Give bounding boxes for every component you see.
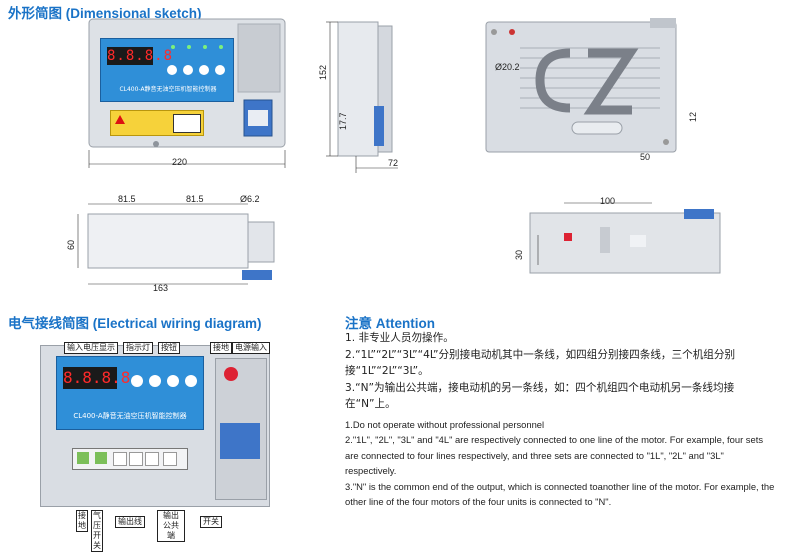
dim-side-height: 152 — [318, 64, 328, 80]
control-button — [199, 65, 209, 75]
front-view: 8.8.8.8 CL400-A静音无油空压机智能控制器 — [88, 18, 288, 148]
front-control-panel: 8.8.8.8 CL400-A静音无油空压机智能控制器 — [100, 38, 234, 102]
attention-title: 注意 Attention — [345, 316, 435, 331]
front-button-row — [163, 65, 233, 77]
control-button — [131, 375, 143, 387]
dim-top-height: 60 — [66, 239, 76, 250]
control-button — [215, 65, 225, 75]
indicator-led — [203, 45, 207, 49]
front-led-display: 8.8.8.8 — [107, 47, 174, 65]
dimensional-sketch-title: 外形简图 (Dimensional sketch) — [8, 6, 202, 21]
terminal-3l — [145, 452, 159, 466]
label-indicator: 指示灯 — [123, 342, 153, 354]
attention-zh-2: 2.“1L”“2L”“3L”“4L”分别接电动机其中一条线，如四组分别接四条线，… — [345, 348, 736, 378]
control-button — [167, 65, 177, 75]
wiring-diagram-title: 电气接线简图 (Electrical wiring diagram) — [8, 316, 262, 331]
control-button — [149, 375, 161, 387]
dim-slot-width: 50 — [640, 152, 651, 162]
terminal-n — [163, 452, 177, 466]
terminal-block — [72, 448, 188, 470]
warning-sticker — [110, 110, 204, 136]
dim-hole-large: Ø20.2 — [495, 62, 520, 72]
terminal-diagram-icon — [173, 114, 201, 133]
label-output-line: 输出线 — [115, 516, 145, 528]
back-view — [485, 18, 677, 153]
warning-icon — [115, 115, 125, 124]
label-switch: 开关 — [200, 516, 222, 528]
ground-screw-icon — [224, 367, 238, 381]
wiring-button-row — [127, 375, 203, 389]
control-button — [167, 375, 179, 387]
attention-zh-1: 1. 非专业人员勿操作。 — [345, 332, 454, 344]
terminal-2l — [129, 452, 143, 466]
label-ground-top: 接地 — [210, 342, 232, 354]
power-side-panel — [215, 358, 267, 500]
dim-slot-height: 12 — [688, 111, 698, 122]
control-button — [185, 375, 197, 387]
label-power-input: 电源输入 — [232, 342, 270, 354]
dim-top-right: 81.5 — [186, 194, 204, 204]
label-ground-bottom: 接地 — [76, 510, 88, 532]
control-button — [183, 65, 193, 75]
wiring-led-display: 8.8.8.8 — [63, 367, 131, 389]
dim-hole-small: Ø6.2 — [240, 194, 260, 204]
indicator-led — [219, 45, 223, 49]
dim-mount-width: 100 — [600, 196, 616, 206]
label-air-switch: 气压开关 — [91, 510, 103, 552]
front-indicator-row — [163, 45, 229, 53]
attention-zh-3: 3.“N”为输出公共端，接电动机的另一条线，如：四个机组四个电动机另一条线均接在… — [345, 381, 735, 411]
mount-view — [529, 202, 721, 274]
terminal-1l — [113, 452, 127, 466]
front-width-dimension — [88, 150, 286, 168]
attention-text: 1. 非专业人员勿操作。 2.“1L”“2L”“3L”“4L”分别接电动机其中一… — [345, 330, 775, 510]
top-view — [77, 203, 275, 285]
dim-side-depth: 72 — [388, 158, 399, 168]
attention-en-2: 2."1L", "2L", "3L" and "4L" are respecti… — [345, 434, 764, 476]
label-input-voltage: 输入电压显示 — [64, 342, 118, 354]
attention-en-3: 3."N" is the common end of the output, w… — [345, 480, 775, 508]
breaker-switch-icon — [220, 423, 260, 459]
indicator-led — [187, 45, 191, 49]
side-view — [326, 21, 398, 173]
attention-en-1: 1.Do not operate without professional pe… — [345, 418, 545, 430]
front-model-label: CL400-A静音无油空压机智能控制器 — [119, 86, 217, 93]
indicator-led — [171, 45, 175, 49]
dim-front-width: 220 — [172, 157, 188, 167]
dim-top-left: 81.5 — [118, 194, 136, 204]
dim-top-width: 163 — [153, 283, 169, 293]
dim-side-lower: 17.7 — [338, 112, 348, 130]
dim-mount-height: 30 — [514, 249, 524, 260]
terminal-air-switch — [95, 452, 107, 464]
wiring-model-label: CL400-A静音无油空压机智能控制器 — [73, 412, 187, 420]
label-output-common: 输出公共端 — [157, 510, 185, 542]
label-button: 按钮 — [158, 342, 180, 354]
wiring-control-panel: 8.8.8.8 CL400-A静音无油空压机智能控制器 — [56, 356, 204, 430]
terminal-ground — [77, 452, 89, 464]
